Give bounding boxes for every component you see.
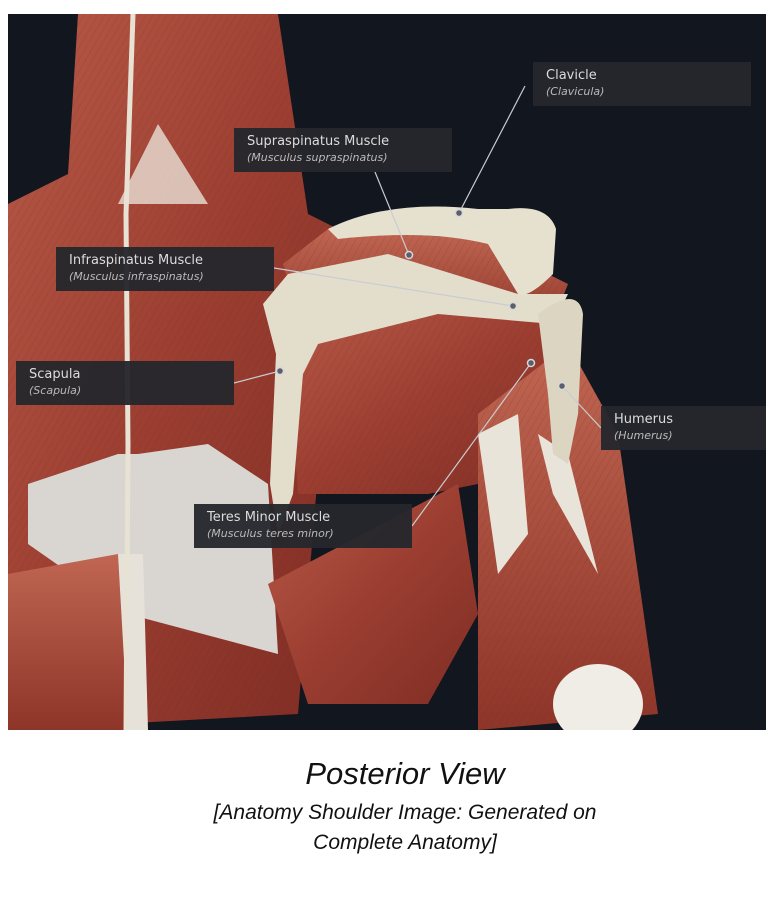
humerus-marker <box>557 381 567 391</box>
fascia <box>28 444 278 654</box>
label-clavicle: Clavicle (Clavicula) <box>533 62 751 106</box>
label-latin: (Musculus teres minor) <box>207 527 334 540</box>
infraspinatus-marker <box>508 301 518 311</box>
teres-minor-marker <box>526 358 536 368</box>
label-infraspinatus: Infraspinatus Muscle (Musculus infraspin… <box>56 247 274 291</box>
scapula-marker <box>275 366 285 376</box>
label-latin: (Scapula) <box>29 384 82 397</box>
label-latin: (Musculus infraspinatus) <box>69 270 204 283</box>
label-teres-minor: Teres Minor Muscle (Musculus teres minor… <box>194 504 412 548</box>
clavicle-bone <box>328 206 556 295</box>
label-name: Clavicle <box>546 68 597 83</box>
label-name: Infraspinatus Muscle <box>69 253 204 268</box>
label-name: Teres Minor Muscle <box>207 510 331 525</box>
label-supraspinatus: Supraspinatus Muscle (Musculus supraspin… <box>234 128 452 172</box>
label-latin: (Clavicula) <box>546 85 605 98</box>
caption-line-1: [Anatomy Shoulder Image: Generated on <box>213 801 597 824</box>
supraspinatus-marker <box>404 250 414 260</box>
label-name: Humerus <box>614 412 674 427</box>
spine <box>123 14 136 730</box>
clavicle-marker <box>454 208 464 218</box>
humerus-bone <box>538 299 583 464</box>
label-scapula: Scapula (Scapula) <box>16 361 234 405</box>
caption-line-2: Complete Anatomy] <box>313 831 497 854</box>
shoulder-anatomy-drawing <box>8 14 658 730</box>
label-humerus: Humerus (Humerus) <box>601 406 766 450</box>
label-name: Supraspinatus Muscle <box>247 134 390 149</box>
caption-title: Posterior View <box>305 756 505 791</box>
anatomy-illustration: Clavicle (Clavicula) Supraspinatus Muscl… <box>8 14 766 730</box>
label-latin: (Humerus) <box>614 429 673 442</box>
teres-muscles <box>268 484 478 704</box>
label-name: Scapula <box>29 367 81 382</box>
scapula-bone <box>263 254 568 534</box>
label-latin: (Musculus supraspinatus) <box>247 151 388 164</box>
